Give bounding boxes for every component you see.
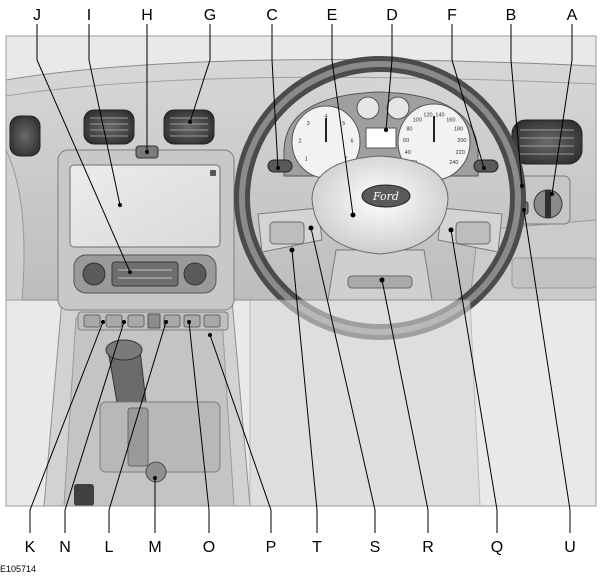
callout-P: P [266,539,277,556]
callout-C: C [266,7,278,24]
callout-G: G [204,7,216,24]
console-knob [145,461,167,483]
speedometer-scale-label-40: 40 [405,150,411,156]
callout-F: F [447,7,457,24]
ford-badge [361,184,411,208]
callout-D: D [386,7,398,24]
callout-O: O [203,539,215,556]
speedometer-scale-label-220: 220 [456,150,465,156]
left-spoke-controls [269,221,305,245]
steering-wheel: Ford [234,56,526,340]
switch-row [77,311,229,331]
callout-J: J [33,7,41,24]
speedometer-scale-label-120: 120 [423,113,432,119]
tachometer-scale-label-4: 4 [324,114,327,120]
callout-H: H [141,7,153,24]
speedometer-scale-label-200: 200 [457,138,466,144]
tachometer-scale-label-5: 5 [342,121,345,127]
tachometer-scale-label-2: 2 [298,139,301,145]
tachometer-scale-label-6: 6 [350,139,353,145]
speedometer-scale-label-80: 80 [406,127,412,133]
callout-A: A [567,7,578,24]
speedometer-scale-label-240: 240 [449,160,458,166]
speedometer-scale-label-180: 180 [454,127,463,133]
callout-B: B [506,7,517,24]
display-screen [69,164,221,248]
ford-badge-text: Ford [372,190,399,203]
callouts-bottom: K N L M O P T S R Q U [25,539,576,556]
figure-reference-code: E105714 [0,564,36,574]
right-spoke-controls [455,221,491,245]
tachometer-scale-label-3: 3 [307,121,310,127]
side-air-vent [511,119,583,165]
speedometer-scale-label-100: 100 [413,118,422,124]
callout-S: S [370,539,381,556]
callout-L: L [105,539,114,556]
speedometer-scale-label-160: 160 [446,118,455,124]
tachometer-scale-label-1: 1 [305,157,308,163]
speedometer-scale-label-60: 60 [403,138,409,144]
speedometer-scale-label-140: 140 [435,113,444,119]
callout-N: N [59,539,71,556]
right-stalk [473,159,499,173]
left-stalk [267,159,293,173]
callout-T: T [312,539,322,556]
leader-dots [101,120,554,480]
information-display [365,127,397,149]
callout-U: U [564,539,576,556]
illustration-frame [5,35,597,507]
callouts-top: J I H G C E D F B A [33,7,578,24]
leader-lines [29,24,573,533]
center-air-vents [83,109,215,145]
callout-R: R [422,539,434,556]
callout-I: I [87,7,91,24]
callout-Q: Q [491,539,503,556]
callout-M: M [148,539,161,556]
callout-E: E [327,7,338,24]
callout-K: K [25,539,36,556]
